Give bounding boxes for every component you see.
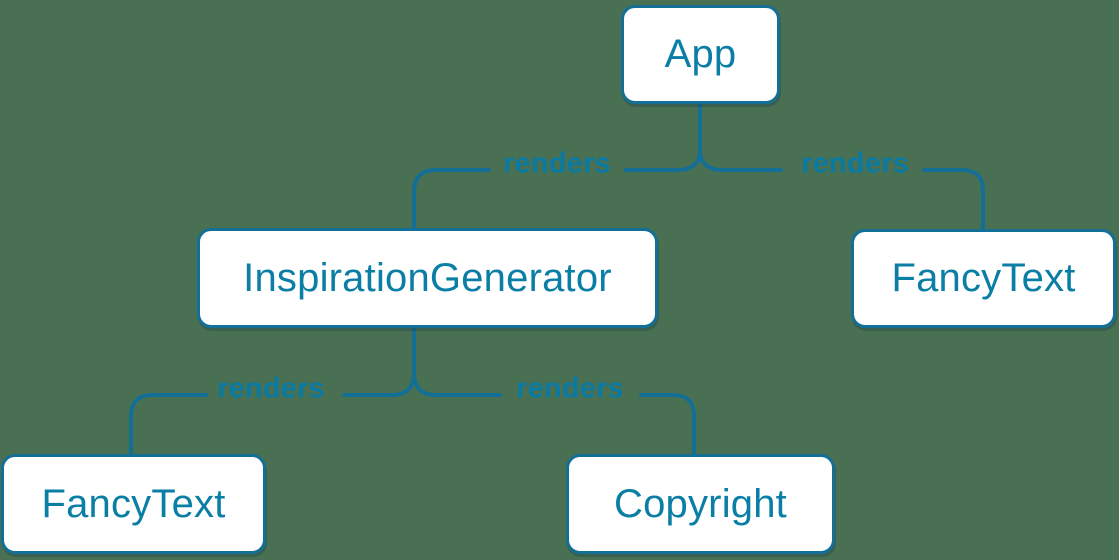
edge-inspirationgenerator-fancytext-left-segment <box>129 393 208 457</box>
node-fancy-text-top: FancyText <box>851 229 1116 328</box>
edge-label-inspirationgenerator-copyright: renders <box>516 372 624 405</box>
edge-app-inspirationgenerator-right-segment <box>624 101 702 172</box>
edge-label-inspirationgenerator-fancytext: renders <box>217 372 325 405</box>
node-fancy-text-bottom: FancyText <box>1 454 266 554</box>
node-copyright-label: Copyright <box>614 481 787 526</box>
edge-app-fancytext-left-segment <box>698 101 783 172</box>
node-app: App <box>621 5 780 104</box>
node-inspiration-generator-label: InspirationGenerator <box>243 255 612 300</box>
edge-inspirationgenerator-copyright-left-segment <box>412 326 502 397</box>
node-app-label: App <box>664 32 737 76</box>
node-fancy-text-bottom-label: FancyText <box>41 481 226 526</box>
edge-app-inspirationgenerator-left-segment <box>412 168 491 230</box>
node-inspiration-generator: InspirationGenerator <box>197 228 658 328</box>
node-fancy-text-top-label: FancyText <box>891 256 1076 300</box>
edge-label-app-inspirationgenerator: renders <box>503 147 611 180</box>
edge-label-app-fancytext: renders <box>801 147 909 180</box>
edge-inspirationgenerator-fancytext-right-segment <box>342 326 416 397</box>
node-copyright: Copyright <box>566 454 835 554</box>
edge-inspirationgenerator-copyright-right-segment <box>639 393 696 457</box>
edge-app-fancytext-right-segment <box>922 168 985 232</box>
